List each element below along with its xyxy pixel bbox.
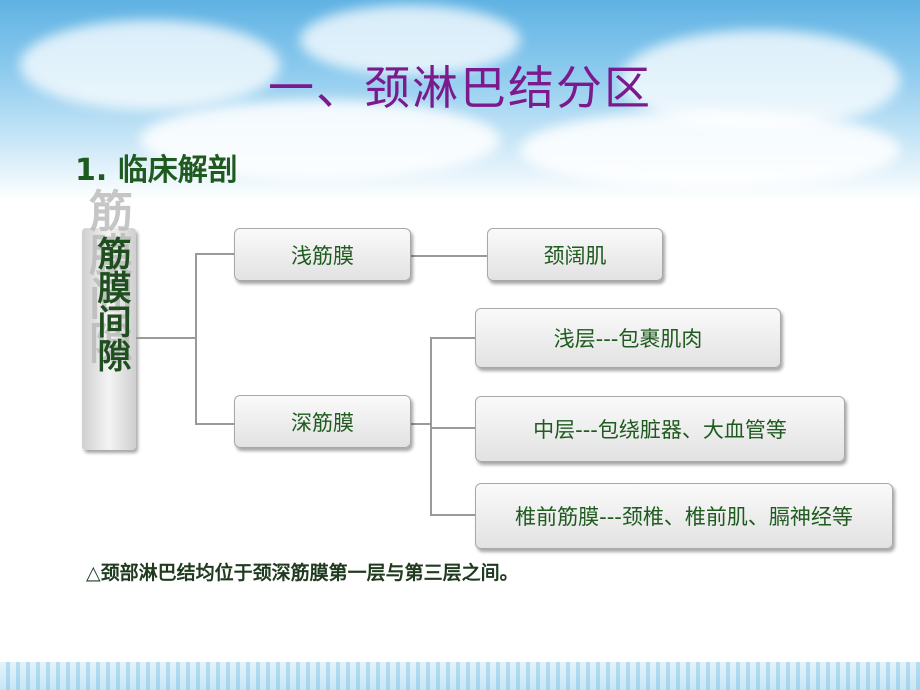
blinds-pattern bbox=[0, 662, 920, 690]
connector-line bbox=[195, 253, 235, 255]
sky-background bbox=[0, 0, 920, 200]
section-heading: 1. 临床解剖 bbox=[75, 153, 238, 188]
cloud bbox=[140, 100, 500, 180]
node-superficial-fascia: 浅筋膜 bbox=[234, 228, 411, 281]
cloud bbox=[520, 110, 900, 190]
bottom-decoration bbox=[0, 662, 920, 690]
node-deep-fascia: 深筋膜 bbox=[234, 395, 411, 448]
connector-line bbox=[430, 337, 432, 515]
node-superficial-layer: 浅层---包裹肌肉 bbox=[475, 308, 781, 368]
connector-line bbox=[195, 423, 235, 425]
connector-line bbox=[411, 423, 431, 425]
slide-title: 一、颈淋巴结分区 bbox=[268, 61, 652, 115]
footnote: △颈部淋巴结均位于颈深筋膜第一层与第三层之间。 bbox=[86, 562, 519, 584]
connector-line bbox=[430, 427, 475, 429]
vertical-label-shadow: 筋膜间隙 bbox=[81, 188, 132, 364]
connector-line bbox=[195, 253, 197, 425]
connector-line bbox=[430, 337, 475, 339]
node-prevertebral-fascia: 椎前筋膜---颈椎、椎前肌、膈神经等 bbox=[475, 483, 893, 549]
node-middle-layer: 中层---包绕脏器、大血管等 bbox=[475, 396, 845, 462]
cloud bbox=[300, 5, 520, 75]
connector-line bbox=[411, 255, 488, 257]
connector-line bbox=[136, 337, 196, 339]
node-platysma: 颈阔肌 bbox=[487, 228, 663, 281]
vertical-label: 筋膜间隙 bbox=[91, 236, 131, 372]
connector-line bbox=[430, 514, 475, 516]
cloud bbox=[20, 20, 280, 110]
vertical-label-box bbox=[82, 228, 136, 450]
